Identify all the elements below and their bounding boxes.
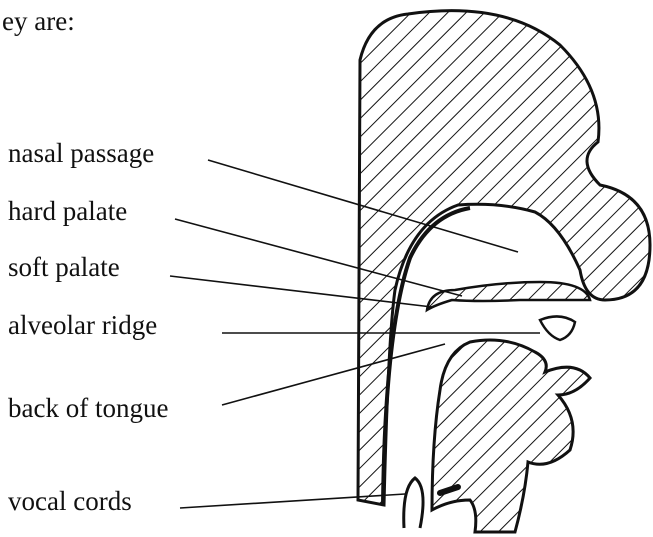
tongue-jaw-shape — [432, 340, 590, 532]
palate-shape — [427, 282, 590, 310]
upper-teeth-shape — [540, 316, 575, 340]
leader-back-of-tongue — [222, 344, 445, 405]
vocal-cords-shape — [404, 478, 423, 528]
